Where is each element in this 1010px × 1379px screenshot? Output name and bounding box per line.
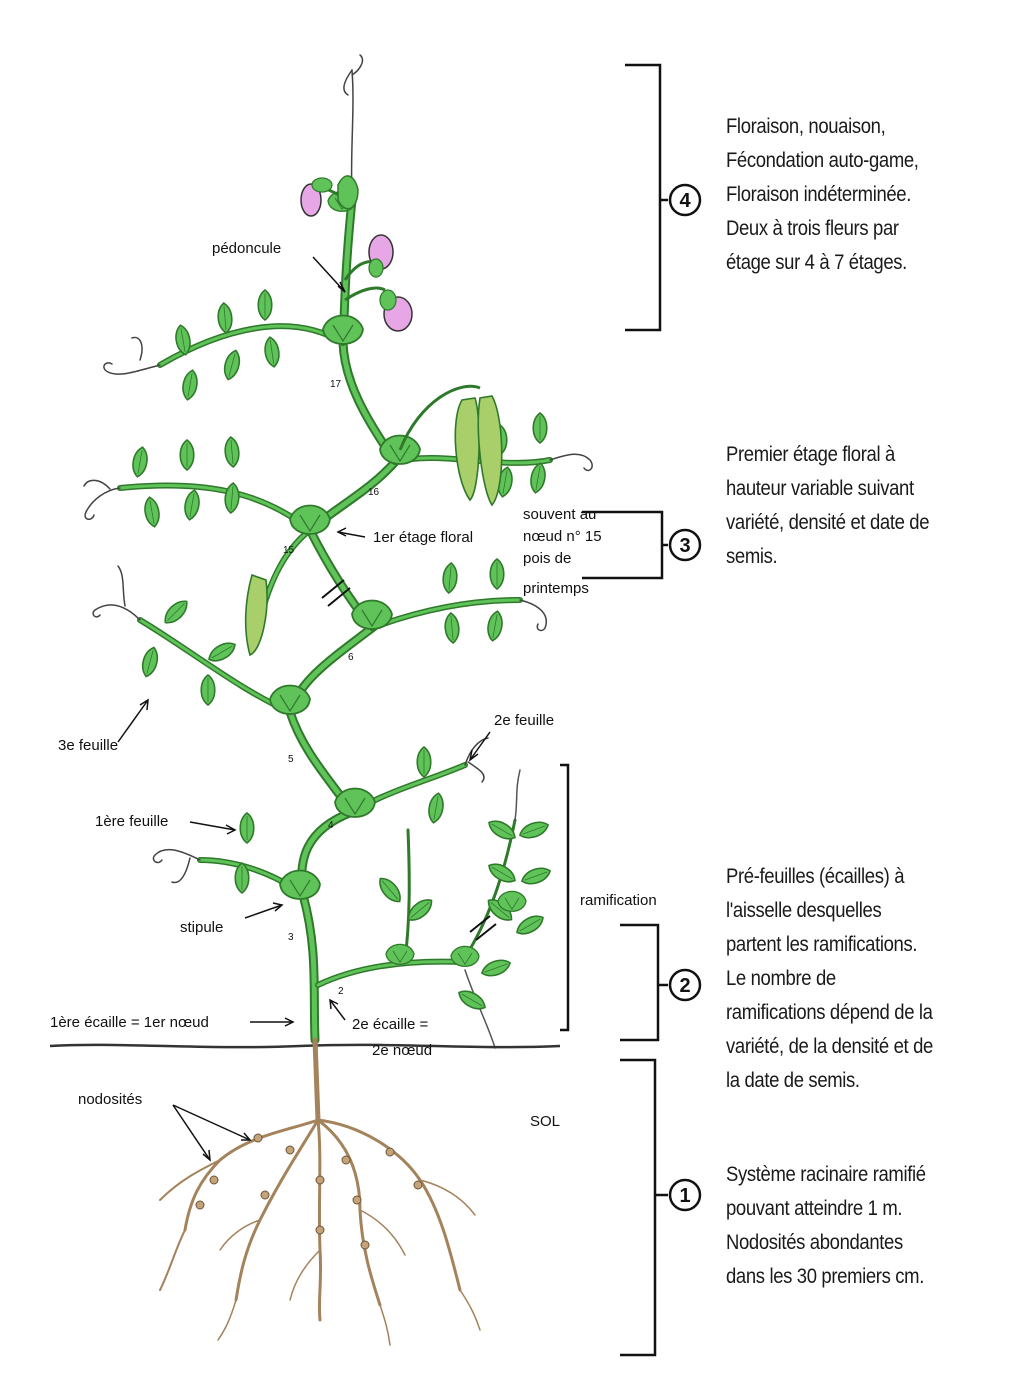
label-first-floral-stage: 1er étage floral (373, 529, 473, 546)
stage-4-number: 4 (679, 190, 691, 212)
label-ramification: ramification (580, 892, 657, 909)
stage-2-number: 2 (679, 975, 690, 997)
label-sol: SOL (530, 1113, 560, 1130)
stage-4-line: Floraison indéterminée. (726, 178, 919, 212)
label-souvent-3: pois de (523, 550, 571, 567)
label-node-2: 2 (338, 986, 344, 997)
stage-2-line: l'aisselle desquelles (726, 894, 933, 928)
stage-2-line: Le nombre de (726, 962, 933, 996)
label-stipule: stipule (180, 919, 223, 936)
label-souvent-4: printemps (523, 580, 589, 597)
label-node-4: 4 (328, 820, 334, 831)
label-node-15: 15 (283, 545, 295, 556)
stage-3-line: variété, densité et date de (726, 506, 929, 540)
stage-1-line: pouvant atteindre 1 m. (726, 1192, 926, 1226)
stage-1-line: dans les 30 premiers cm. (726, 1260, 926, 1294)
stage-2-line: partent les ramifications. (726, 928, 933, 962)
label-node-3: 3 (288, 932, 294, 943)
stage-2-line: la date de semis. (726, 1064, 933, 1098)
label-second-scale-1: 2e écaille = (352, 1016, 429, 1033)
stage-4-line: Fécondation auto-game, (726, 144, 919, 178)
stage-3-line: Premier étage floral à (726, 438, 929, 472)
stage-3-line: semis. (726, 540, 929, 574)
stage-brackets (560, 65, 668, 1355)
label-second-scale-2: 2e nœud (372, 1042, 432, 1059)
label-souvent-1: souvent au (523, 506, 596, 523)
roots (160, 1040, 480, 1345)
stage-2-description: Pré-feuilles (écailles) à l'aisselle des… (726, 860, 933, 1098)
stage-1-line: Système racinaire ramifié (726, 1158, 926, 1192)
label-node-16: 16 (368, 487, 380, 498)
soil-line (50, 1045, 560, 1047)
stage-3-line: hauteur variable suivant (726, 472, 929, 506)
stage-1-number: 1 (679, 1185, 690, 1207)
stage-2-line: ramifications dépend de la (726, 996, 933, 1030)
tendrils (84, 55, 592, 883)
label-node-17: 17 (330, 379, 342, 390)
stage-1-description: Système racinaire ramifié pouvant attein… (726, 1158, 926, 1294)
label-node-6: 6 (348, 652, 354, 663)
label-node-5: 5 (288, 754, 294, 765)
stage-4-line: étage sur 4 à 7 étages. (726, 246, 919, 280)
label-souvent-2: nœud n° 15 (523, 528, 602, 545)
stage-3-number: 3 (679, 535, 690, 557)
label-pedoncule: pédoncule (212, 240, 281, 257)
stage-1-line: Nodosités abondantes (726, 1226, 926, 1260)
stage-numbers: 4 3 2 1 (670, 185, 700, 1210)
label-first-scale: 1ère écaille = 1er nœud (50, 1014, 209, 1031)
flowers (301, 176, 412, 331)
stage-2-line: variété, de la densité et de (726, 1030, 933, 1064)
label-first-leaf: 1ère feuille (95, 813, 168, 830)
label-nodosites: nodosités (78, 1091, 142, 1108)
diagram-labels: pédoncule 17 16 15 1er étage floral souv… (50, 240, 657, 1130)
stage-4-line: Deux à trois fleurs par (726, 212, 919, 246)
stage-3-description: Premier étage floral à hauteur variable … (726, 438, 929, 574)
stage-2-line: Pré-feuilles (écailles) à (726, 860, 933, 894)
stage-4-description: Floraison, nouaison, Fécondation auto-ga… (726, 110, 919, 280)
stage-4-line: Floraison, nouaison, (726, 110, 919, 144)
label-second-leaf: 2e feuille (494, 712, 554, 729)
label-third-leaf: 3e feuille (58, 737, 118, 754)
